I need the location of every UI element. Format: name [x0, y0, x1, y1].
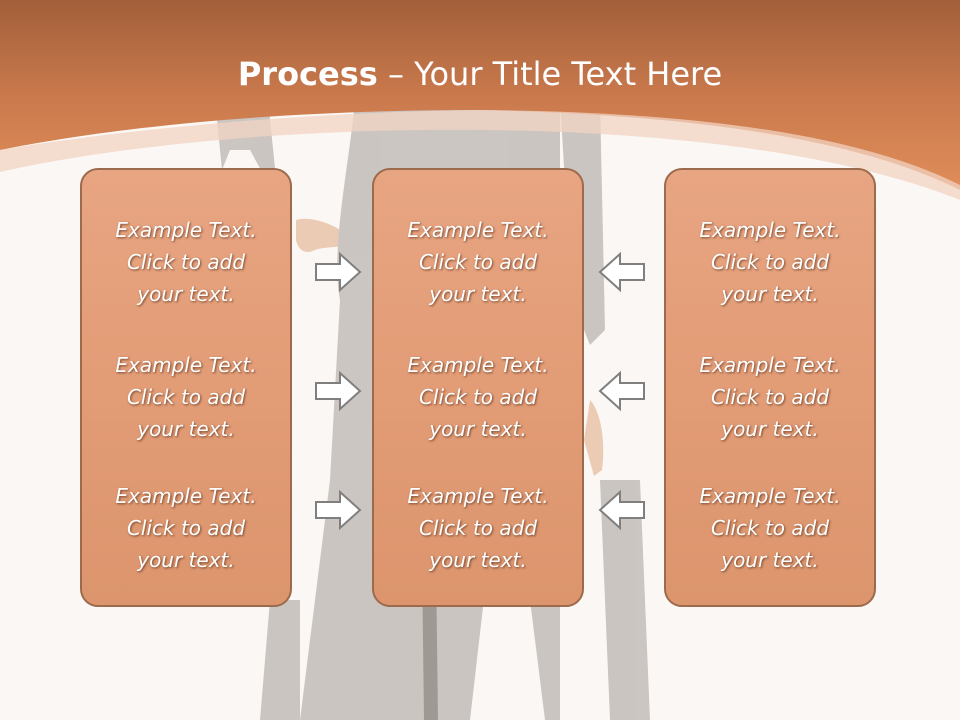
- text-placeholder[interactable]: Example Text. Click to add your text.: [82, 214, 290, 310]
- slide-title[interactable]: Process – Your Title Text Here: [0, 52, 960, 96]
- text-line: your text.: [721, 417, 819, 441]
- text-line: Example Text.: [407, 353, 549, 377]
- text-line: Click to add: [710, 516, 830, 540]
- text-line: Click to add: [710, 385, 830, 409]
- header-swoosh: [0, 110, 960, 200]
- text-line: your text.: [137, 548, 235, 572]
- text-placeholder[interactable]: Example Text. Click to add your text.: [374, 480, 582, 576]
- text-placeholder[interactable]: Example Text. Click to add your text.: [666, 480, 874, 576]
- arrow-right-icon[interactable]: [314, 489, 362, 531]
- text-line: Example Text.: [115, 484, 257, 508]
- arrow-left-icon[interactable]: [598, 370, 646, 412]
- text-line: Click to add: [126, 250, 246, 274]
- text-line: Click to add: [710, 250, 830, 274]
- title-bold-part: Process: [237, 55, 378, 93]
- right-text-panel[interactable]: Example Text. Click to add your text. Ex…: [664, 168, 876, 607]
- left-text-panel[interactable]: Example Text. Click to add your text. Ex…: [80, 168, 292, 607]
- text-line: Click to add: [126, 385, 246, 409]
- text-line: your text.: [429, 282, 527, 306]
- text-line: your text.: [137, 282, 235, 306]
- text-placeholder[interactable]: Example Text. Click to add your text.: [82, 480, 290, 576]
- text-line: Example Text.: [115, 218, 257, 242]
- arrow-right-icon[interactable]: [314, 370, 362, 412]
- header-band: [0, 0, 960, 190]
- text-line: Click to add: [126, 516, 246, 540]
- text-placeholder[interactable]: Example Text. Click to add your text.: [82, 349, 290, 445]
- text-placeholder[interactable]: Example Text. Click to add your text.: [374, 349, 582, 445]
- arrow-right-icon[interactable]: [314, 251, 362, 293]
- arrow-left-icon[interactable]: [598, 489, 646, 531]
- center-text-panel[interactable]: Example Text. Click to add your text. Ex…: [372, 168, 584, 607]
- text-line: Example Text.: [407, 218, 549, 242]
- arrow-left-icon[interactable]: [598, 251, 646, 293]
- text-line: your text.: [429, 548, 527, 572]
- text-line: your text.: [429, 417, 527, 441]
- text-line: Example Text.: [407, 484, 549, 508]
- text-placeholder[interactable]: Example Text. Click to add your text.: [374, 214, 582, 310]
- text-line: Example Text.: [115, 353, 257, 377]
- title-rest-part: – Your Title Text Here: [377, 55, 723, 93]
- text-placeholder[interactable]: Example Text. Click to add your text.: [666, 214, 874, 310]
- text-line: your text.: [137, 417, 235, 441]
- text-line: Click to add: [418, 516, 538, 540]
- text-placeholder[interactable]: Example Text. Click to add your text.: [666, 349, 874, 445]
- text-line: Example Text.: [699, 484, 841, 508]
- text-line: Example Text.: [699, 353, 841, 377]
- text-line: Click to add: [418, 250, 538, 274]
- text-line: your text.: [721, 548, 819, 572]
- text-line: Click to add: [418, 385, 538, 409]
- text-line: Example Text.: [699, 218, 841, 242]
- text-line: your text.: [721, 282, 819, 306]
